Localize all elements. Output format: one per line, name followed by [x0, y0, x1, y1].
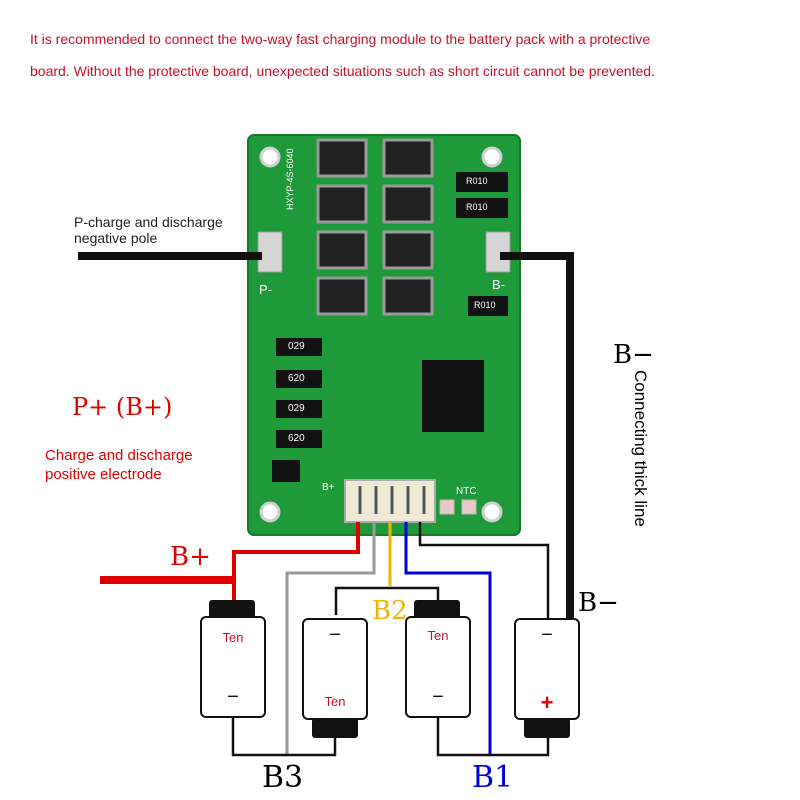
cell-top-label: Ten	[427, 628, 449, 643]
charge-positive-line1: Charge and discharge	[45, 447, 193, 464]
cell-terminal	[209, 600, 255, 620]
protection-board	[247, 134, 521, 536]
mosfet-array	[316, 138, 434, 316]
mounting-hole-icon	[259, 501, 281, 523]
cell-top-label: Ten	[222, 630, 244, 645]
protection-ic	[422, 360, 484, 432]
mounting-hole-icon	[481, 501, 503, 523]
p-charge-label-line1: P-charge and discharge	[74, 214, 223, 230]
b2-label: B2	[372, 596, 408, 626]
charge-positive-line2: positive electrode	[45, 466, 162, 483]
battery-cell-1: Ten −	[200, 616, 266, 718]
board-p-minus: P-	[259, 282, 272, 297]
resistor-label: R010	[466, 176, 488, 186]
mounting-hole-icon	[481, 146, 503, 168]
connecting-thick-line-label: Connecting thick line	[631, 370, 650, 527]
balance-resistor-label: 029	[288, 403, 305, 414]
board-model: HXYP-4S-6040	[285, 148, 295, 210]
notice-line-1: It is recommended to connect the two-way…	[30, 31, 651, 47]
balance-resistor-label: 620	[288, 433, 305, 444]
cell-bottom-label: Ten	[324, 694, 346, 709]
p-charge-label-line2: negative pole	[74, 230, 158, 246]
cell-terminal	[414, 600, 460, 620]
b-minus-top-label: B−	[613, 340, 654, 370]
b3-label: B3	[262, 760, 304, 795]
balance-resistor-label: 029	[288, 341, 305, 352]
b-minus-bottom-label: B−	[578, 588, 619, 618]
resistor-label: R010	[474, 300, 496, 310]
cell-terminal	[524, 718, 570, 738]
balance-resistor-label: 620	[288, 373, 305, 384]
board-b-plus: B+	[322, 482, 335, 493]
charge-positive-label: Charge and discharge positive electrode	[45, 446, 193, 484]
mounting-hole-icon	[259, 146, 281, 168]
cell-bottom-label: −	[227, 686, 239, 708]
battery-cell-2: − Ten	[302, 618, 368, 720]
p-charge-label: P-charge and discharge negative pole	[74, 214, 223, 246]
b1-label: B1	[472, 760, 514, 795]
notice-line-2: board. Without the protective board, une…	[30, 63, 655, 79]
b-plus-wire-label: B+	[170, 542, 211, 572]
cell-top-label: −	[541, 624, 553, 646]
board-ntc: NTC	[456, 486, 477, 497]
battery-cell-4: − +	[514, 618, 580, 720]
cell-bottom-label: +	[540, 690, 554, 715]
cell-bottom-label: −	[432, 686, 444, 708]
p-plus-b-plus-label: P+ (B+)	[72, 393, 173, 421]
battery-cell-3: Ten −	[405, 616, 471, 718]
wires	[78, 252, 574, 757]
board-b-minus: B-	[492, 277, 505, 292]
resistor-label: R010	[466, 202, 488, 212]
cell-terminal	[312, 718, 358, 738]
cell-top-label: −	[329, 624, 341, 646]
